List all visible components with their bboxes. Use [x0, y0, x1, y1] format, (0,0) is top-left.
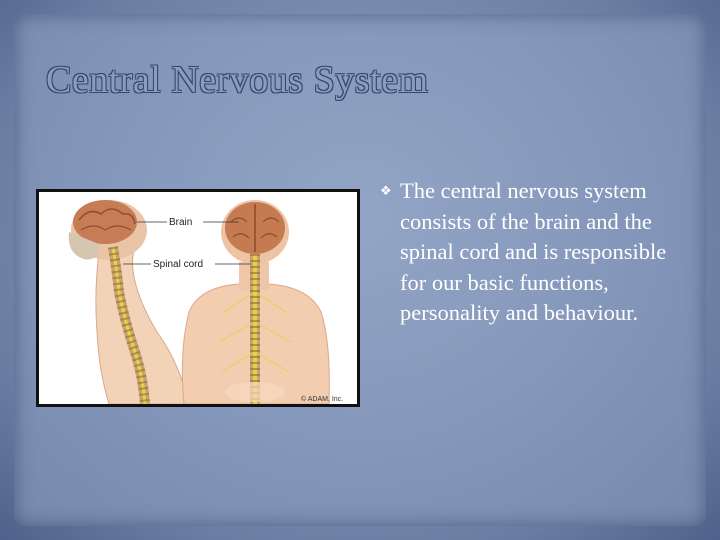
side-view-figure — [68, 200, 190, 404]
nervous-system-figure: Brain Spinal cord © ADAM, Inc. — [68, 200, 343, 404]
bullet-text: The central nervous system consists of t… — [400, 178, 667, 325]
bullet-icon: ❖ — [380, 183, 392, 198]
image-credit: © ADAM, Inc. — [301, 395, 343, 403]
bullet-item: ❖ The central nervous system consists of… — [380, 176, 690, 329]
spinal-cord-label: Spinal cord — [153, 259, 203, 270]
anatomy-illustration: Brain Spinal cord © ADAM, Inc. — [36, 189, 360, 407]
brain-label: Brain — [169, 217, 192, 228]
bullet-list: ❖ The central nervous system consists of… — [380, 176, 690, 329]
brain-side — [73, 200, 137, 244]
slide-title: Central Nervous System — [46, 59, 429, 101]
back-view-figure — [181, 200, 330, 404]
